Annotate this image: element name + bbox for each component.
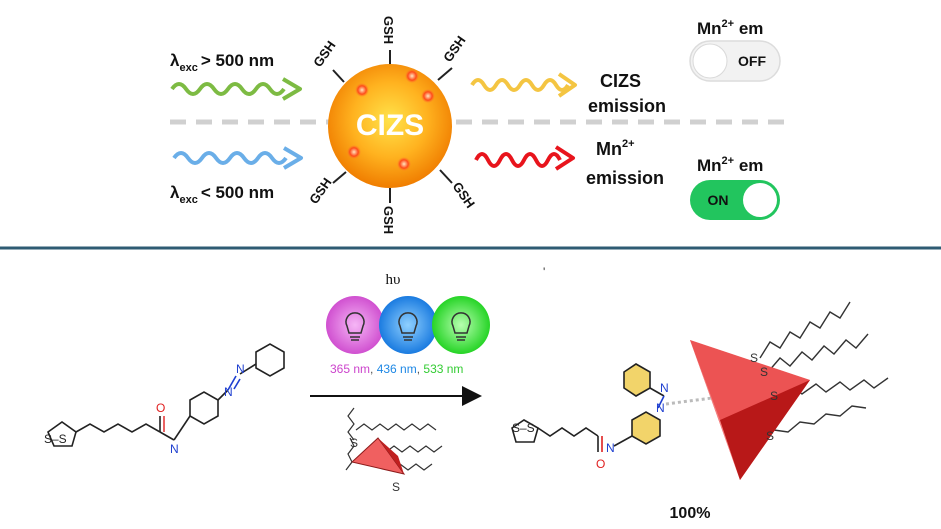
svg-text:N: N xyxy=(660,381,669,395)
svg-text:S–S: S–S xyxy=(44,432,67,446)
gsh-label: GSH xyxy=(310,38,338,70)
svg-text:S: S xyxy=(766,429,774,443)
gsh-label: GSH xyxy=(440,33,468,65)
toggle-on-state: ON xyxy=(708,192,729,208)
svg-text:O: O xyxy=(156,401,165,415)
toggle-off-state: OFF xyxy=(738,53,766,69)
light-bulbs xyxy=(326,296,490,354)
hv-label: hυ xyxy=(386,272,401,288)
exc-long-label: λexc> 500 nm xyxy=(170,51,274,74)
gsh-label: GSH xyxy=(381,16,396,44)
yield-label: 100% xyxy=(670,505,711,522)
exc-short-label: λexc< 500 nm xyxy=(170,183,274,206)
reactant-molecule xyxy=(47,343,285,447)
svg-text:N: N xyxy=(236,362,245,376)
gsh-label: GSH xyxy=(306,175,334,207)
svg-text:O: O xyxy=(596,457,605,471)
svg-text:N: N xyxy=(170,442,179,456)
reagent-pyramid: S S xyxy=(345,407,443,494)
svg-text:N: N xyxy=(224,385,233,399)
bulb-436-glow xyxy=(379,296,437,354)
toggle-off-title: Mn2+ em xyxy=(697,18,763,38)
reactant-atoms: S–S O N N N xyxy=(44,362,245,456)
gsh-ligand-lines xyxy=(332,50,453,203)
mn-em-on-toggle[interactable]: ON xyxy=(690,180,780,220)
cizs-emission-title: CIZS xyxy=(600,71,641,91)
bulb-533-glow xyxy=(432,296,490,354)
svg-text:N: N xyxy=(656,401,665,415)
svg-text:S: S xyxy=(770,389,778,403)
product-molecule: S S S S N N N O S–S xyxy=(511,301,889,480)
tick-mark: ' xyxy=(543,265,545,279)
svg-text:S: S xyxy=(392,480,400,494)
svg-text:N: N xyxy=(606,441,615,455)
green-excitation-wave xyxy=(170,77,302,101)
core-label: CIZS xyxy=(356,109,424,142)
svg-text:S: S xyxy=(760,365,768,379)
svg-text:S–S: S–S xyxy=(512,421,535,435)
mn-dopant-dots xyxy=(347,69,435,171)
mn-emission-word: emission xyxy=(586,168,664,188)
mn-em-off-toggle[interactable]: OFF xyxy=(689,40,781,82)
gsh-label: GSH xyxy=(381,206,396,234)
svg-text:S: S xyxy=(350,436,358,450)
svg-text:S: S xyxy=(750,351,758,365)
bulb-365-glow xyxy=(326,296,384,354)
gsh-label: GSH xyxy=(450,179,478,211)
mn-emission-wave xyxy=(474,145,575,171)
wavelength-labels: 365 nm, 436 nm, 533 nm xyxy=(330,362,463,376)
cizs-emission-word: emission xyxy=(588,96,666,116)
blue-excitation-wave xyxy=(172,146,303,170)
toggle-on-title: Mn2+ em xyxy=(697,155,763,175)
cizs-emission-wave xyxy=(470,72,577,98)
mn-emission-title: Mn2+ xyxy=(596,138,635,159)
